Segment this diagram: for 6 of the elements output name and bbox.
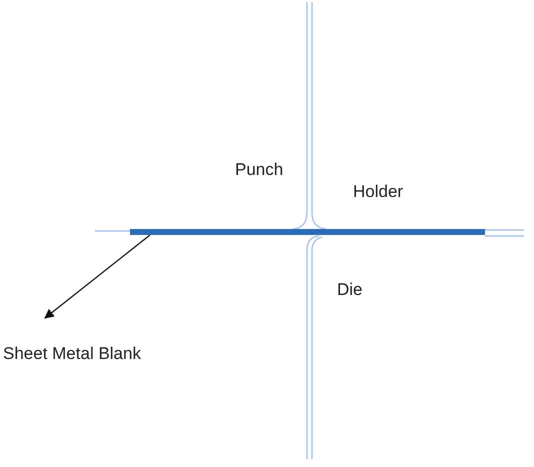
part-label: Holder [353, 182, 404, 202]
arrow [44, 234, 150, 319]
part-label: Die [337, 280, 363, 300]
part-label: Sheet Metal Blank [3, 344, 141, 364]
part-label: Punch [235, 160, 284, 180]
sheet-metal-blank [130, 229, 485, 235]
